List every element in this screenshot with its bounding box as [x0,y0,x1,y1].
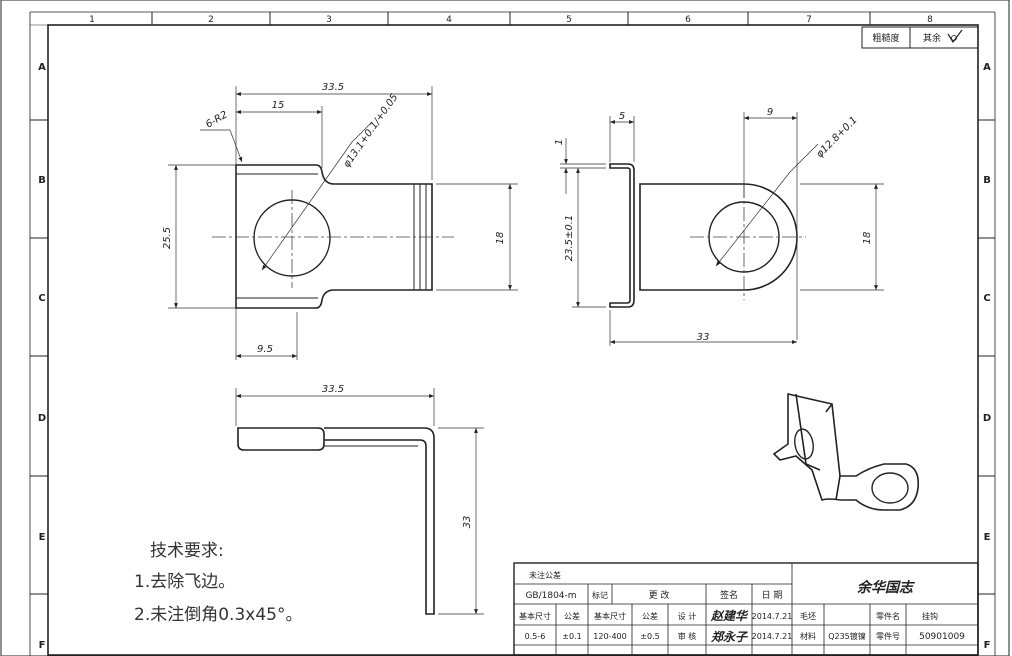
row-label: F [39,640,46,651]
design-signature: 赵建华 [710,609,749,623]
row1-size-2: 120-400 [593,632,626,641]
col-label: 5 [566,15,572,25]
col-label: 1 [89,15,95,25]
label-part-name: 零件名 [876,611,900,621]
dim-overall-width: 33.5 [322,82,344,93]
side-view: 33.5 33 [235,384,484,615]
row-label: C [38,293,45,304]
top-view-outline [235,164,433,309]
col-change: 更 改 [649,589,670,601]
top-view: 33.5 15 6-R2 φ13.1+0.1/+0.05 25.5 18 9.5 [162,82,518,360]
row-label: B [983,175,991,186]
col-label: 6 [685,15,691,25]
dim-thickness: 1 [554,139,565,145]
signature-big: 余华国志 [857,579,916,596]
col-label: 8 [927,15,933,25]
row1-size: 0.5-6 [525,632,546,641]
label-review: 审 核 [678,631,697,641]
row-label: D [983,413,991,424]
title-block: 未注公差 GB/1804-m 标记 更 改 签名 日 期 余华国志 基本尺寸 公… [513,562,979,656]
hdr-basic-size-2: 基本尺寸 [594,611,626,621]
dim-hole-offset: 15 [272,100,285,111]
col-label: 7 [806,15,812,25]
hdr-basic-size: 基本尺寸 [519,611,551,621]
label-blank: 毛坯 [800,611,816,621]
row-label: E [39,532,46,543]
technical-requirements: 技术要求: 1.去除飞边。 2.未注倒角0.3x45°。 [134,541,302,625]
row-label: E [984,532,991,543]
col-label: 3 [326,15,332,25]
dim-flange: 5 [619,111,625,122]
requirement-item: 1.去除飞边。 [134,572,235,592]
col-mark: 标记 [592,590,608,600]
part-number: 50901009 [919,632,965,642]
row-label: A [38,62,46,73]
front-view-outline [609,163,798,308]
dim-tab-height: 18 [862,232,873,245]
row-label: D [38,413,46,424]
label-part-number: 零件号 [876,631,900,641]
requirements-title: 技术要求: [150,541,224,561]
row-labels-left: A B C D E F [38,62,46,651]
roughness-symbol-icon [947,29,963,44]
dim-height: 33 [462,516,473,529]
row-label: F [984,640,991,651]
review-date: 2014.7.21 [752,632,793,641]
hdr-tolerance: 公差 [564,611,580,621]
dim-inner-height: 23.5±0.1 [564,215,575,262]
dim-width: 33.5 [322,384,344,395]
requirement-item: 2.未注倒角0.3x45°。 [134,605,302,625]
row1-tolerance-2: ±0.5 [640,632,659,641]
side-view-outline [237,427,435,615]
col-date: 日 期 [762,590,783,601]
roughness-rest-label: 其余 [923,32,941,44]
label-design: 设 计 [678,611,697,621]
dim-radius: 6-R2 [204,109,230,130]
col-label: 2 [208,15,214,25]
isometric-view [772,392,920,511]
row-label: B [38,175,46,186]
dim-tab-height: 18 [495,232,506,245]
review-signature: 郑永子 [710,630,749,644]
front-view: 5 9 1 23.5±0.1 18 33 φ12.8+0.1 [554,107,884,346]
material: Q235镀镍 [828,631,866,641]
dim-height: 25.5 [162,227,173,249]
tolerance-note: 未注公差 [529,570,561,580]
part-name: 挂钩 [922,611,938,621]
hdr-tolerance-2: 公差 [642,611,658,621]
roughness-label: 粗糙度 [872,32,899,44]
row-label: C [983,293,990,304]
label-material: 材料 [800,631,816,641]
row-labels-right: A B C D E F [983,62,991,651]
dim-hole-offset: 9 [767,107,773,118]
row1-tolerance: ±0.1 [562,632,581,641]
roughness-box: 粗糙度 其余 [861,26,979,49]
col-sign: 签名 [720,589,738,601]
dim-bottom-offset: 9.5 [257,344,273,355]
dim-hole-dia: φ12.8+0.1 [814,115,859,160]
tolerance-standard: GB/1804-m [525,591,576,601]
dim-length: 33 [697,332,710,343]
col-label: 4 [446,15,452,25]
design-date: 2014.7.21 [752,612,793,621]
row-label: A [983,62,991,73]
column-labels: 1 2 3 4 5 6 7 8 [89,15,933,25]
dim-hole-dia: φ13.1+0.1/+0.05 [341,92,400,170]
